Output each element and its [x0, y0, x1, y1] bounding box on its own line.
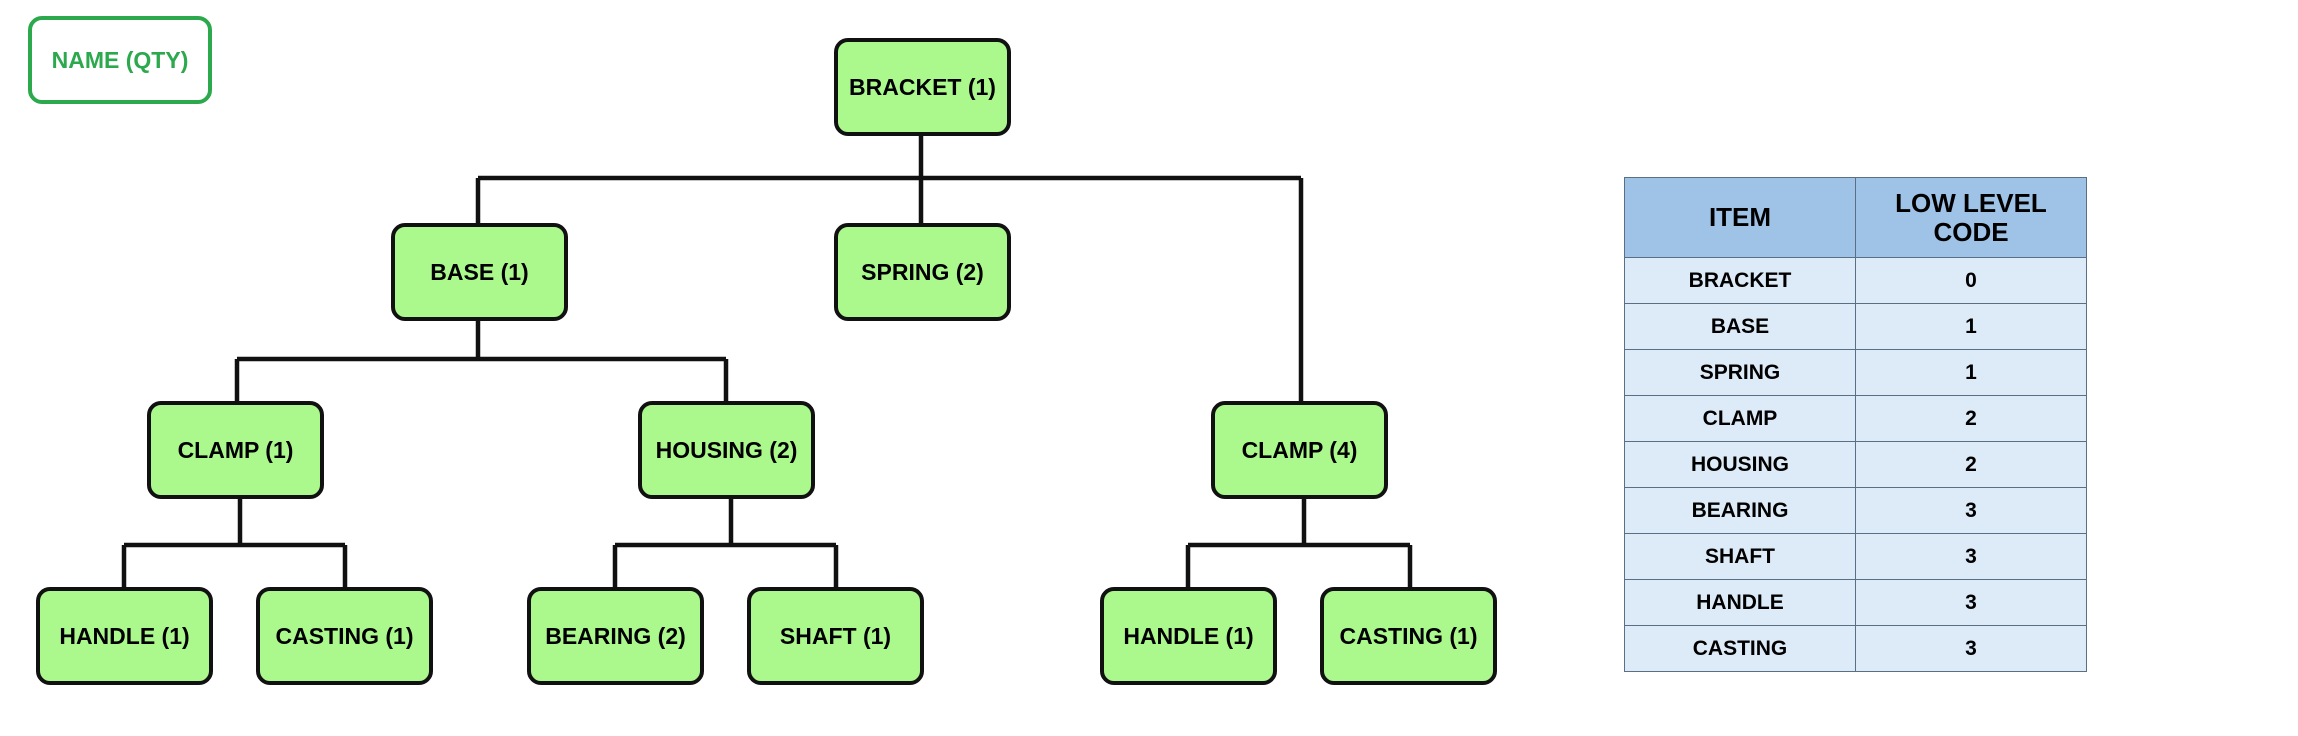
node-handle-a: HANDLE (1) — [36, 587, 213, 685]
legend-key: NAME (QTY) — [28, 16, 212, 104]
node-label: HOUSING (2) — [655, 436, 798, 463]
item-cell: BASE — [1624, 303, 1856, 350]
node-label: CLAMP (1) — [177, 436, 294, 463]
low-level-code-cell: 3 — [1855, 487, 2087, 534]
node-label: BEARING (2) — [545, 622, 686, 649]
item-cell: HANDLE — [1624, 579, 1856, 626]
low-level-code-cell: 3 — [1855, 625, 2087, 672]
low-level-code-cell: 3 — [1855, 533, 2087, 580]
item-cell: CLAMP — [1624, 395, 1856, 442]
node-label: CASTING (1) — [275, 622, 414, 649]
node-clamp-4: CLAMP (4) — [1211, 401, 1388, 499]
node-handle-b: HANDLE (1) — [1100, 587, 1277, 685]
node-label: HANDLE (1) — [1123, 622, 1254, 649]
low-level-code-cell: 2 — [1855, 441, 2087, 488]
node-label: SPRING (2) — [861, 258, 984, 285]
table-header-row: ITEM LOW LEVEL CODE — [1624, 177, 2087, 258]
low-level-code-cell: 0 — [1855, 257, 2087, 304]
item-cell: CASTING — [1624, 625, 1856, 672]
item-cell: SPRING — [1624, 349, 1856, 396]
low-level-code-cell: 1 — [1855, 303, 2087, 350]
item-cell: HOUSING — [1624, 441, 1856, 488]
legend-label: NAME (QTY) — [51, 46, 189, 73]
node-label: SHAFT (1) — [779, 622, 892, 649]
node-label: BASE (1) — [430, 258, 529, 285]
node-shaft: SHAFT (1) — [747, 587, 924, 685]
node-bearing: BEARING (2) — [527, 587, 704, 685]
low-level-code-cell: 3 — [1855, 579, 2087, 626]
column-header-item: ITEM — [1624, 177, 1856, 258]
low-level-code-cell: 1 — [1855, 349, 2087, 396]
low-level-code-cell: 2 — [1855, 395, 2087, 442]
node-housing: HOUSING (2) — [638, 401, 815, 499]
node-bracket: BRACKET (1) — [834, 38, 1011, 136]
node-base: BASE (1) — [391, 223, 568, 321]
node-clamp-1: CLAMP (1) — [147, 401, 324, 499]
node-label: HANDLE (1) — [59, 622, 190, 649]
node-casting-b: CASTING (1) — [1320, 587, 1497, 685]
item-cell: BEARING — [1624, 487, 1856, 534]
node-label: CLAMP (4) — [1241, 436, 1358, 463]
node-spring: SPRING (2) — [834, 223, 1011, 321]
node-casting-a: CASTING (1) — [256, 587, 433, 685]
column-header-low-level-code: LOW LEVEL CODE — [1855, 177, 2087, 258]
node-label: BRACKET (1) — [849, 73, 996, 100]
item-cell: SHAFT — [1624, 533, 1856, 580]
node-label: CASTING (1) — [1339, 622, 1478, 649]
item-cell: BRACKET — [1624, 257, 1856, 304]
